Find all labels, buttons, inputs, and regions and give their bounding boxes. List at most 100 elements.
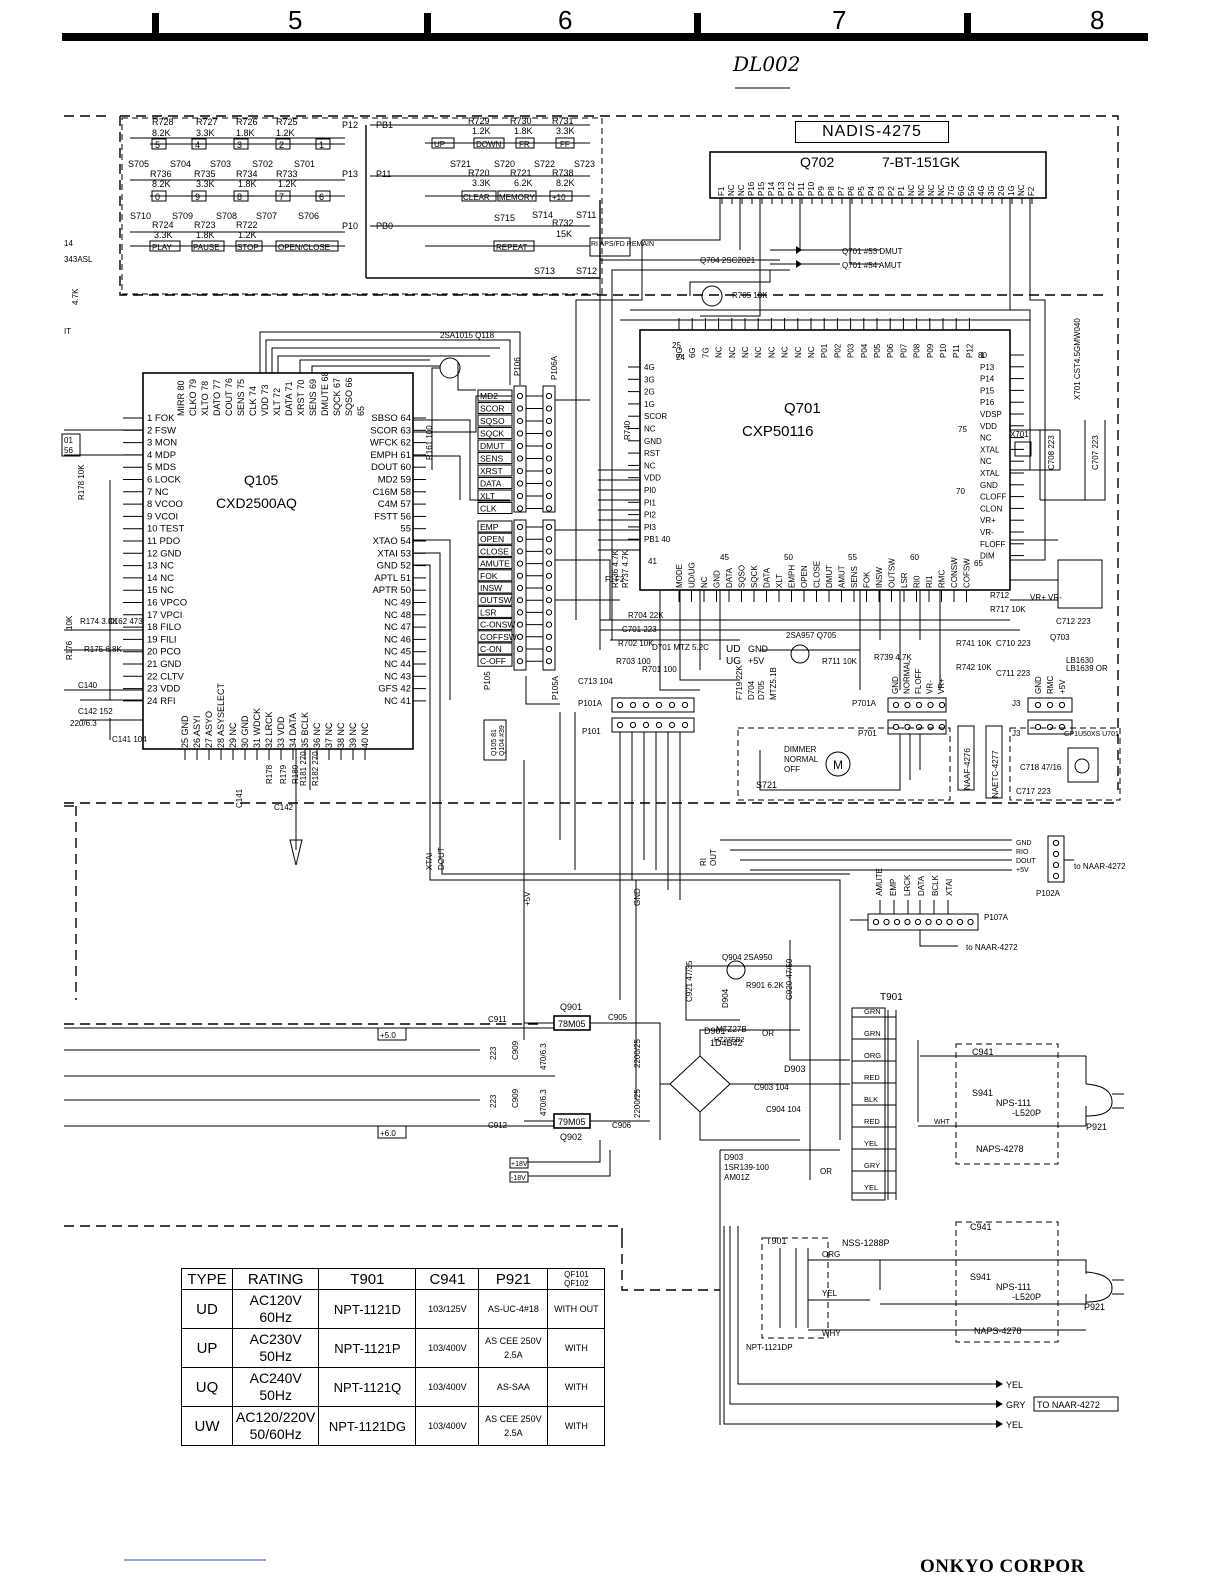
q105-right-pin: XTAO 54 xyxy=(373,536,411,547)
s704: S704 xyxy=(170,159,191,169)
c141-label: C141 104 xyxy=(112,735,147,744)
s703: S703 xyxy=(210,159,231,169)
r179-label: R179 xyxy=(279,764,288,784)
q704-label: Q704 2SC2021 xyxy=(700,256,756,265)
q105-right-pin: NC 41 xyxy=(384,696,411,707)
q701-top-pin: P05 xyxy=(873,343,882,358)
s706: S706 xyxy=(298,211,319,221)
connector-pin xyxy=(545,505,553,512)
dimmer-normal: NORMAL xyxy=(784,755,819,764)
ud-label: UD xyxy=(726,644,740,655)
s721-key: S721 xyxy=(450,159,471,169)
q105-left-pin: 6 LOCK xyxy=(147,475,181,486)
s941b-label: S941 xyxy=(970,1272,991,1282)
q701-right-pin: FLOFF xyxy=(980,540,1005,549)
r704-label: R704 22K xyxy=(628,611,664,620)
p701-label: P701 xyxy=(858,729,877,738)
r742-label: R742 10K xyxy=(956,663,992,672)
q702-pin: P15 xyxy=(757,181,766,196)
q701-bottom-pin: CONSW xyxy=(950,557,959,588)
q702-pin: NC xyxy=(927,184,936,196)
c712-label: C712 223 xyxy=(1056,617,1091,626)
q701-pin-60: 60 xyxy=(910,553,919,562)
s712: S712 xyxy=(576,266,597,276)
naps-label: NAPS-4278 xyxy=(976,1144,1024,1154)
r731-value: 3.3K xyxy=(556,126,575,136)
q701-bottom-pin: SQCK xyxy=(750,565,759,588)
d901-part: 1D4B42 xyxy=(710,1038,743,1048)
left-label-14: 14 xyxy=(64,239,73,248)
gnd-label: GND xyxy=(748,644,769,654)
t901-wire: RED xyxy=(864,1117,880,1126)
q105-left-pin: 10 TEST xyxy=(147,524,185,535)
connector-pin xyxy=(516,597,524,604)
q105-left-pin: 14 NC xyxy=(147,573,174,584)
signal-tag-box xyxy=(477,389,513,402)
connector-signal: C-ONSW xyxy=(480,620,515,630)
q105-right-pin: 55 xyxy=(400,524,411,535)
q701-top-pin: 6G xyxy=(688,347,697,358)
q105-support: 14 343ASL 4.7K IT 01 56 R178 10K 10K R17… xyxy=(61,239,320,812)
q701-part: CXP50116 xyxy=(742,423,813,440)
q701-bottom-pin: DATA xyxy=(725,567,734,588)
j3-pin xyxy=(1046,723,1054,731)
q701-right-pin: VDD xyxy=(980,422,997,431)
q701-54-label: Q701 #54 AMUT xyxy=(842,261,902,270)
cell-p921: AS-UC-4#18 xyxy=(478,1289,549,1329)
r734-label: R734 xyxy=(236,169,258,179)
connector-pin xyxy=(545,405,553,412)
q105-bottom-pin: 29 NC xyxy=(228,722,238,748)
dout-vertical: DOUT xyxy=(437,847,446,870)
connector-pin xyxy=(516,572,524,579)
c903-label: C903 104 xyxy=(754,1083,789,1092)
connector-signal: SQCK xyxy=(480,429,504,439)
q701-top-pin: P04 xyxy=(860,343,869,358)
connector-pin xyxy=(516,584,524,592)
port-p10: P10 xyxy=(342,221,358,231)
r726-label: R726 xyxy=(236,117,258,127)
am01z-label: AM01Z xyxy=(724,1173,750,1182)
q904-label: Q904 2SA950 xyxy=(722,953,773,962)
j3-label: J3 xyxy=(1012,699,1021,708)
connector-signal: OPEN xyxy=(480,534,504,544)
signal-tag-box xyxy=(477,581,513,594)
cell-rating: AC120V 60Hz xyxy=(231,1289,320,1329)
q701-left-pin: PI1 xyxy=(644,498,657,507)
q105-left-pin: 4 MDP xyxy=(147,450,176,461)
c905-label: C905 xyxy=(608,1013,628,1022)
q701-bottom-pin: XLT xyxy=(775,574,784,588)
cell-c941: 103/400V xyxy=(415,1367,480,1407)
q701-pin-65: 65 xyxy=(974,559,983,568)
cell-rating: AC240V 50Hz xyxy=(231,1367,320,1407)
q701-bottom-pin: UD/UG xyxy=(688,562,697,588)
r730-value: 1.8K xyxy=(514,126,533,136)
q701-bottom-pin: SQSO xyxy=(738,565,747,588)
r726-value: 1.8K xyxy=(236,128,255,138)
q105-top-pin: SQSO 66 xyxy=(344,377,354,416)
p701a-pin xyxy=(892,701,900,709)
p101-pin xyxy=(616,721,624,729)
connector-signal: SQSO xyxy=(480,416,505,426)
q701-left-parts: R740 R737 4.7K R736 4.7K F1 F2 R704 22K … xyxy=(578,420,1031,700)
key-3: 3 xyxy=(237,140,242,150)
q701-bottom-pin: DMUT xyxy=(825,565,834,588)
c710-label: C710 223 xyxy=(996,639,1031,648)
connector-signal: SENS xyxy=(480,454,503,464)
p107a-pin-name: DATA xyxy=(917,875,926,896)
d903-label: D903 xyxy=(784,1064,806,1074)
q105-top-pin: SENS 75 xyxy=(236,379,246,416)
yelb-label: YEL xyxy=(822,1289,838,1298)
signal-tag-box xyxy=(477,630,513,643)
dimmer-dimmer: DIMMER xyxy=(784,745,817,754)
regulator-78m05: 78M05 xyxy=(558,1019,586,1029)
f1-label: F1 xyxy=(605,575,615,584)
r727-value: 3.3K xyxy=(196,128,215,138)
q701-bottom-pin: EMPH xyxy=(788,565,797,588)
